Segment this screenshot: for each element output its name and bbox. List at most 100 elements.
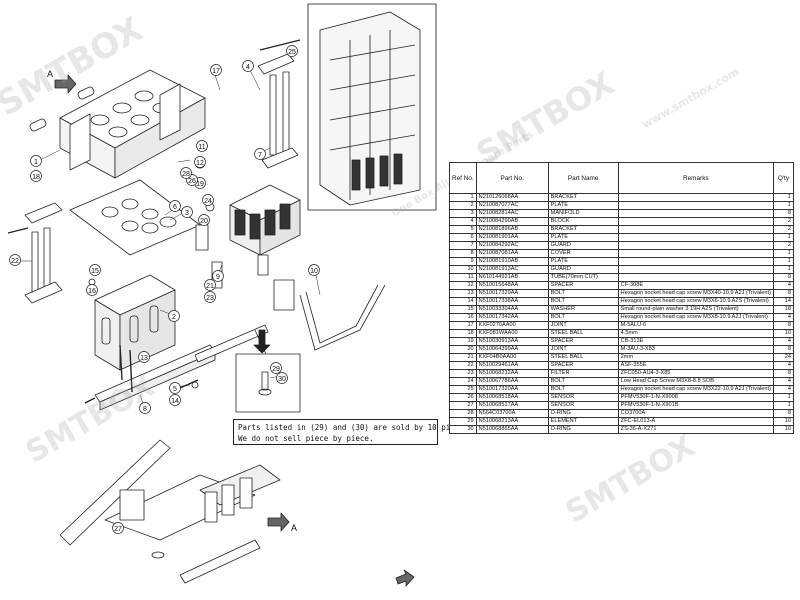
cell-qty: 10: [772, 329, 794, 338]
callout-30: 30: [276, 372, 288, 384]
header-ref: Ref No.: [449, 162, 477, 194]
view-a-label-bottom: A: [291, 523, 297, 533]
cell-part-no: KXF081WAA00: [475, 329, 549, 338]
cell-part-name: TUBE(70mm CUT): [547, 273, 619, 282]
cell-ref: 30: [449, 425, 477, 434]
callout-14: 14: [169, 394, 181, 406]
cell-remarks: Hexagon socket head cap screw M3X6-10.9 …: [617, 297, 774, 306]
cell-part-name: WASHER: [547, 305, 619, 314]
cell-part-name: ELEMENT: [547, 417, 619, 426]
cell-part-name: STEEL BALL: [547, 329, 619, 338]
svg-text:17: 17: [212, 68, 220, 75]
svg-text:19: 19: [196, 181, 204, 188]
cell-remarks: [617, 273, 774, 282]
cell-qty: 2: [772, 241, 794, 250]
cell-ref: 6: [449, 233, 477, 242]
callout-28: 28: [180, 167, 192, 179]
cell-part-no: N510064399AA: [475, 345, 549, 354]
cell-qty: 4: [772, 361, 794, 370]
cell-part-name: GUARD: [547, 265, 619, 274]
cell-ref: 12: [449, 281, 477, 290]
svg-text:21: 21: [206, 283, 214, 290]
cell-part-name: COVER: [547, 249, 619, 258]
cell-part-no: N510068518AA: [475, 393, 549, 402]
cell-remarks: PFMV530F-1-N-X9008: [617, 393, 774, 402]
cell-ref: 10: [449, 265, 477, 274]
callout-11: 11: [196, 140, 208, 152]
cell-part-no: N210082814AC: [475, 209, 549, 218]
cell-remarks: M-5ALU-6: [617, 321, 774, 330]
cell-remarks: [617, 257, 774, 266]
svg-text:15: 15: [91, 268, 99, 275]
header-remarks: Remarks: [617, 162, 774, 194]
cell-qty: 8: [772, 409, 794, 418]
cell-ref: 29: [449, 417, 477, 426]
cell-ref: 27: [449, 401, 477, 410]
parts-list-table: Ref No. Part No. Part Name Remarks Q'ty …: [449, 162, 794, 434]
callout-27: 27: [112, 522, 124, 534]
cell-part-name: SPACER: [547, 281, 619, 290]
svg-text:28: 28: [182, 171, 190, 178]
cell-part-no: N510030913AA: [475, 337, 549, 346]
cell-ref: 11: [449, 273, 477, 282]
manifold-block: [59, 69, 206, 179]
callout-22: 22: [9, 254, 21, 266]
cell-ref: 26: [449, 393, 477, 402]
cell-remarks: ZS-36-A-X271: [617, 425, 774, 434]
perforated-plate: [69, 179, 201, 256]
cell-remarks: [617, 217, 774, 226]
cell-remarks: Low Head Cap Screw M3X8-8.8 SOB: [617, 377, 774, 386]
callout-20: 20: [198, 214, 210, 226]
cell-part-no: N210087081AA: [475, 249, 549, 258]
cell-qty: 8: [772, 345, 794, 354]
header-part-name: Part Name: [547, 162, 619, 194]
cell-part-name: PLATE: [547, 257, 619, 266]
cell-ref: 28: [449, 409, 477, 418]
callout-17: 17: [210, 64, 222, 76]
cell-part-no: N510067786AA: [475, 377, 549, 386]
spacer-columns: [24, 53, 299, 304]
cell-part-name: BOLT: [547, 297, 619, 306]
assembly-view-box: [307, 3, 437, 211]
svg-text:13: 13: [140, 355, 148, 362]
cell-ref: 20: [449, 345, 477, 354]
cell-part-no: N210084290AB: [475, 217, 549, 226]
cell-remarks: CB-313E: [617, 337, 774, 346]
cell-remarks: [617, 201, 774, 210]
cell-ref: 9: [449, 257, 477, 266]
cell-qty: 1: [772, 257, 794, 266]
cell-remarks: [617, 233, 774, 242]
svg-text:5: 5: [173, 386, 177, 393]
svg-text:8: 8: [143, 406, 147, 413]
cell-remarks: 2mm: [617, 353, 774, 362]
svg-text:10: 10: [310, 268, 318, 275]
note-line-1: Parts listed in (29) and (30) are sold b…: [238, 423, 473, 432]
cell-part-name: PLATE: [547, 201, 619, 210]
cell-remarks: [617, 225, 774, 234]
svg-text:7: 7: [258, 152, 262, 159]
cell-remarks: Small round-plain washer 3 19H A2S (Triv…: [617, 305, 774, 314]
cell-ref: 4: [449, 217, 477, 226]
cell-ref: 14: [449, 297, 477, 306]
cell-part-name: GUARD: [547, 241, 619, 250]
cell-part-name: JOINT: [547, 321, 619, 330]
callout-25: 25: [286, 45, 298, 57]
cell-qty: 8: [772, 321, 794, 330]
cell-part-no: N510029461AA: [475, 361, 549, 370]
svg-text:27: 27: [114, 526, 122, 533]
callout-18: 18: [30, 170, 42, 182]
cell-ref: 23: [449, 369, 477, 378]
cell-remarks: Hexagon socket head cap screw M3X8-10.9 …: [617, 313, 774, 322]
cell-qty: 18: [772, 305, 794, 314]
cell-qty: 14: [772, 297, 794, 306]
callout-10: 10: [308, 264, 320, 276]
cell-part-name: BOLT: [547, 385, 619, 394]
cell-remarks: [617, 241, 774, 250]
cell-part-name: SENSOR: [547, 401, 619, 410]
cell-qty: 1: [772, 249, 794, 258]
svg-text:29: 29: [272, 366, 280, 373]
